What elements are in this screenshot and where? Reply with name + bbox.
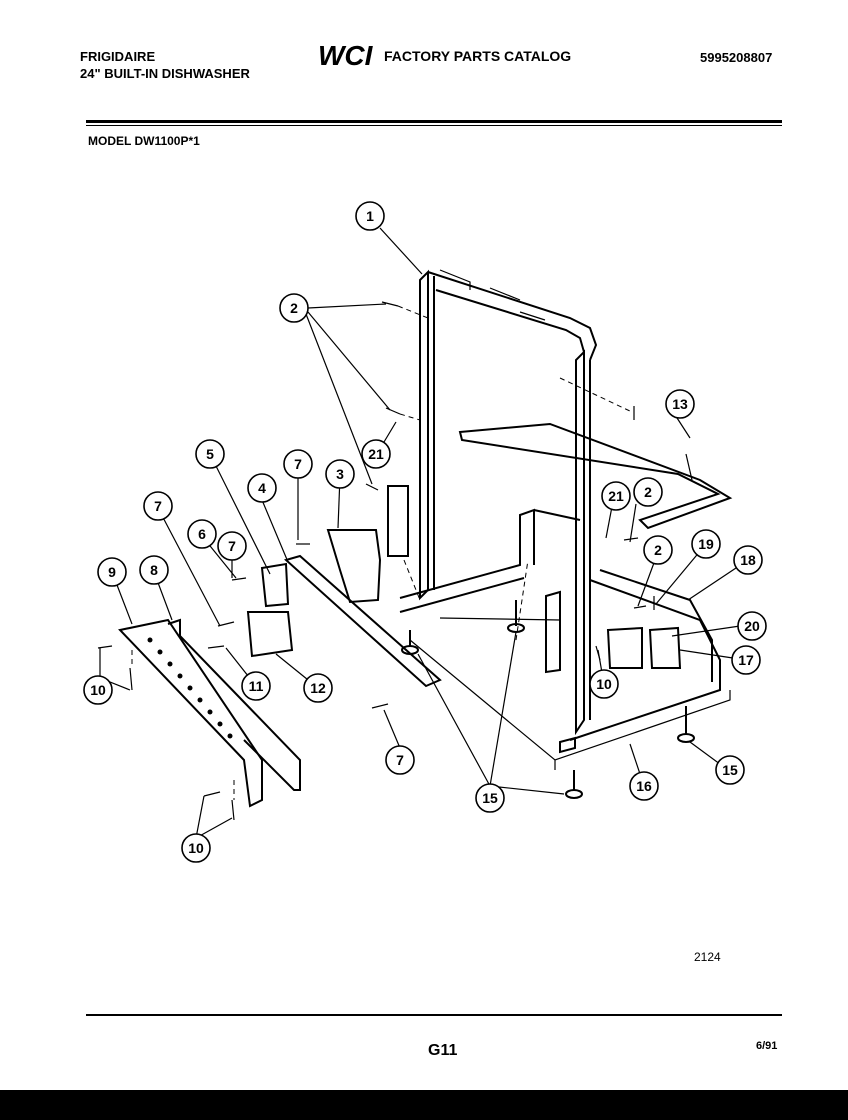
header-rule-thin	[86, 125, 782, 126]
svg-text:21: 21	[608, 488, 624, 504]
callout-10a: 10	[83, 675, 113, 705]
callout-7d: 7	[385, 745, 415, 775]
callout-11: 11	[241, 671, 271, 701]
svg-text:6: 6	[198, 526, 206, 542]
catalog-page: FRIGIDAIRE 24" BUILT-IN DISHWASHER WCI F…	[0, 0, 848, 1090]
terminal-block-part	[648, 626, 682, 669]
callout-5: 5	[195, 439, 225, 469]
hinge-bracket-part	[387, 485, 409, 557]
footer-rule	[86, 1014, 782, 1016]
callout-markers: 1 2 2 2 3 4 5 6 7 7 7 7 8 9 10 10 10 10 …	[83, 201, 767, 863]
callout-13: 13	[665, 389, 695, 419]
svg-text:10: 10	[188, 840, 204, 856]
svg-text:19: 19	[698, 536, 714, 552]
callout-4: 4	[247, 473, 277, 503]
svg-text:5: 5	[206, 446, 214, 462]
callout-10c: 10	[589, 669, 619, 699]
svg-text:1: 1	[366, 208, 374, 224]
svg-text:20: 20	[744, 618, 760, 634]
svg-text:3: 3	[336, 466, 344, 482]
svg-text:7: 7	[294, 456, 302, 472]
door-frame-part	[419, 269, 598, 736]
callout-6: 6	[187, 519, 217, 549]
svg-text:9: 9	[108, 564, 116, 580]
callout-3: 3	[325, 459, 355, 489]
svg-text:10: 10	[90, 682, 106, 698]
base-frame-part	[399, 508, 731, 770]
callout-8: 8	[139, 555, 169, 585]
mounting-rail-part	[283, 554, 442, 688]
svg-text:15: 15	[482, 790, 498, 806]
callout-16: 16	[629, 771, 659, 801]
catalog-part-number: 5995208807	[700, 50, 773, 65]
water-valve-part	[326, 529, 382, 604]
callout-7c: 7	[217, 531, 247, 561]
svg-text:WCI: WCI	[318, 40, 374, 70]
callout-9: 9	[97, 557, 127, 587]
svg-text:2: 2	[644, 484, 652, 500]
svg-text:12: 12	[310, 680, 326, 696]
callout-15b: 15	[715, 755, 745, 785]
svg-text:2: 2	[290, 300, 298, 316]
figure-number: 2124	[694, 950, 721, 964]
callout-21a: 21	[361, 439, 391, 469]
callout-2b: 2	[633, 477, 663, 507]
callout-19: 19	[691, 529, 721, 559]
model-number: MODEL DW1100P*1	[88, 134, 200, 148]
alignment-lines	[131, 305, 633, 800]
callout-1: 1	[355, 201, 385, 231]
bracket-rail-part	[167, 618, 301, 791]
callout-15a: 15	[475, 783, 505, 813]
callout-7a: 7	[283, 449, 313, 479]
svg-text:15: 15	[722, 762, 738, 778]
callout-2c: 2	[643, 535, 673, 565]
wci-logo: WCI	[318, 40, 374, 70]
screws	[97, 301, 655, 821]
bracket-post-part	[545, 590, 561, 674]
page-number: G11	[428, 1042, 458, 1059]
callout-18: 18	[733, 545, 763, 575]
callout-10b: 10	[181, 833, 211, 863]
svg-text:7: 7	[228, 538, 236, 554]
catalog-title: FACTORY PARTS CATALOG	[384, 48, 572, 64]
svg-text:8: 8	[150, 562, 158, 578]
product-name: 24" BUILT-IN DISHWASHER	[80, 66, 250, 81]
svg-text:17: 17	[738, 652, 754, 668]
svg-text:21: 21	[368, 446, 384, 462]
control-panel-part	[118, 618, 263, 808]
callout-20: 20	[737, 611, 767, 641]
leveling-legs	[401, 600, 695, 799]
header-rule	[86, 120, 782, 123]
callout-12: 12	[303, 673, 333, 703]
svg-text:2: 2	[654, 542, 662, 558]
panel-holes	[147, 637, 233, 739]
callout-17: 17	[731, 645, 761, 675]
callout-2a: 2	[279, 293, 309, 323]
svg-text:11: 11	[249, 678, 264, 694]
callout-21b: 21	[601, 481, 631, 511]
svg-text:4: 4	[258, 480, 266, 496]
junction-box-part	[606, 626, 643, 669]
switch-part	[260, 562, 290, 608]
callout-7b: 7	[143, 491, 173, 521]
svg-text:7: 7	[396, 752, 404, 768]
svg-text:16: 16	[636, 778, 652, 794]
svg-text:10: 10	[596, 676, 612, 692]
svg-text:7: 7	[154, 498, 162, 514]
rail-part	[458, 422, 733, 530]
brand-name: FRIGIDAIRE	[80, 49, 156, 64]
svg-text:13: 13	[672, 396, 688, 412]
exploded-parts-diagram: 1 2 2 2 3 4 5 6 7 7 7 7 8 9 10 10 10 10 …	[83, 201, 767, 863]
selector-switch-part	[246, 611, 294, 658]
revision-date: 6/91	[756, 1040, 778, 1052]
svg-text:18: 18	[740, 552, 756, 568]
